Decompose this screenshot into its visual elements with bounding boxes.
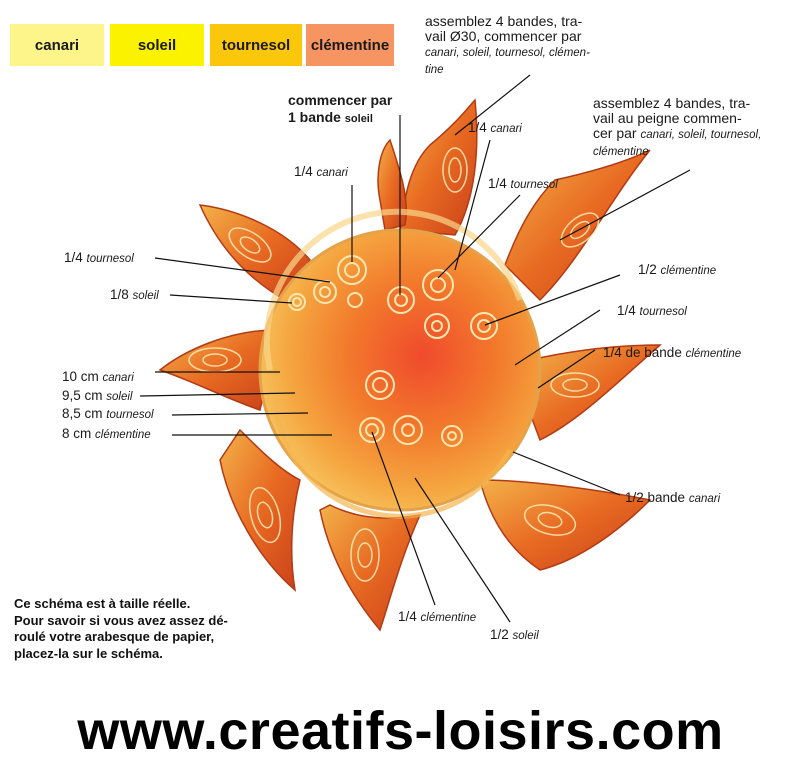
label-quarter-band-clementine: 1/4 de bande clémentine bbox=[603, 345, 742, 360]
sun-quilling-illustration bbox=[139, 74, 691, 632]
note-italic: canari, soleil, tournesol, clémen- tine bbox=[425, 47, 590, 76]
swatch-label: clémentine bbox=[310, 36, 390, 54]
footnote-real-size: Ce schéma est à taille réelle. Pour savo… bbox=[14, 596, 228, 661]
label-quarter-canari: 1/4 canari bbox=[294, 164, 348, 179]
label-half-soleil: 1/2 soleil bbox=[490, 627, 539, 642]
sun-body bbox=[258, 208, 542, 519]
swatch-soleil: soleil bbox=[110, 24, 204, 66]
label-quarter-canari: 1/4 canari bbox=[468, 120, 522, 135]
label-half-band-canari: 1/2 bande canari bbox=[625, 490, 721, 505]
note-start-small: soleil bbox=[344, 113, 373, 125]
swatch-canari: canari bbox=[10, 24, 104, 66]
note-assemble-o30: assemblez 4 bandes, tra- vail Ø30, comme… bbox=[425, 14, 630, 78]
note-italic: canari, soleil, tournesol, clémentine bbox=[593, 129, 762, 158]
label-half-clementine: 1/2 clémentine bbox=[638, 262, 717, 277]
website-url: www.creatifs-loisirs.com bbox=[77, 701, 724, 761]
label-eighth-soleil: 1/8 soleil bbox=[110, 287, 159, 302]
note-assemble-comb: assemblez 4 bandes, tra- vail au peigne … bbox=[593, 96, 793, 160]
label-ring-10cm: 10 cm canari bbox=[62, 369, 134, 384]
note-text: assemblez 4 bandes, tra- vail Ø30, comme… bbox=[425, 13, 583, 44]
swatch-tournesol: tournesol bbox=[210, 24, 302, 66]
leader-lines bbox=[139, 74, 691, 623]
swatch-label: canari bbox=[34, 36, 80, 54]
label-quarter-tournesol: 1/4 tournesol bbox=[617, 303, 687, 318]
note-start-line2: 1 bande bbox=[288, 109, 341, 125]
note-start-line1: commencer par bbox=[288, 92, 393, 108]
label-ring-9-5cm: 9,5 cm soleil bbox=[62, 388, 133, 403]
ray-coil-details bbox=[188, 147, 600, 582]
label-quarter-clementine: 1/4 clémentine bbox=[398, 609, 477, 624]
swatch-label: soleil bbox=[137, 36, 177, 54]
label-ring-8-5cm: 8,5 cm tournesol bbox=[62, 406, 154, 421]
note-text: assemblez 4 bandes, tra- vail au peigne … bbox=[593, 95, 751, 141]
note-start: commencer par 1 bande soleil bbox=[288, 92, 392, 128]
swatch-clementine: clémentine bbox=[306, 24, 394, 66]
label-quarter-tournesol: 1/4 tournesol bbox=[488, 176, 558, 191]
label-quarter-tournesol: 1/4 tournesol bbox=[64, 250, 134, 265]
swatch-label: tournesol bbox=[221, 36, 291, 54]
label-ring-8cm: 8 cm clémentine bbox=[62, 426, 151, 441]
